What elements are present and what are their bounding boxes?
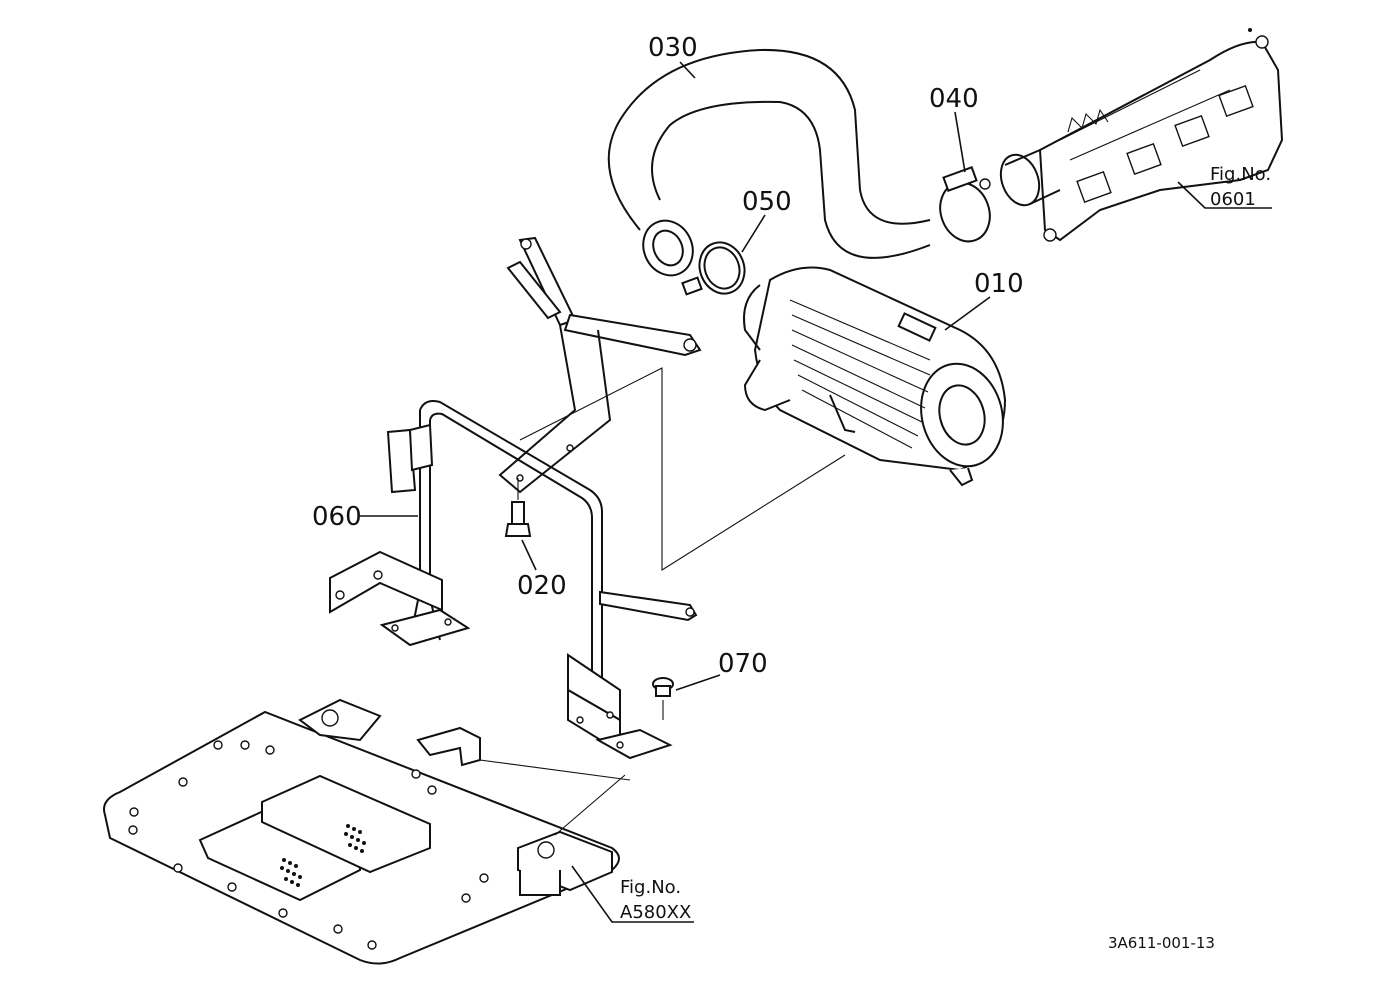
- fig-ref-a580xx-line1: Fig.No.: [620, 877, 681, 898]
- hose-clamp-040-drawing: [939, 166, 991, 243]
- callout-020: 020: [517, 571, 567, 601]
- callout-030: 030: [648, 33, 698, 63]
- callout-040: 040: [929, 84, 979, 114]
- callout-070: 070: [718, 649, 768, 679]
- fig-ref-a580xx-line2: A580XX: [620, 902, 691, 923]
- callout-060: 060: [312, 502, 362, 532]
- fig-ref-0601-line2: 0601: [1210, 189, 1256, 210]
- fig-ref-0601-line1: Fig.No.: [1210, 164, 1271, 185]
- hose-clamp-050-drawing: [681, 241, 746, 296]
- air-cleaner-bracket-drawing: [329, 236, 846, 760]
- air-intake-hose-drawing: [607, 48, 931, 277]
- bolt-070-drawing: [652, 677, 674, 720]
- drawing-code: 3A611-001-13: [1108, 934, 1215, 952]
- callout-050: 050: [742, 187, 792, 217]
- callout-010: 010: [974, 269, 1024, 299]
- exhaust-manifold-drawing: [999, 28, 1284, 242]
- air-cleaner-drawing: [743, 266, 1007, 487]
- vent-dot-grid: [280, 824, 366, 887]
- leader-lines: [360, 61, 1272, 923]
- base-plate-drawing: [103, 698, 631, 965]
- bolt-020-drawing: [504, 478, 532, 537]
